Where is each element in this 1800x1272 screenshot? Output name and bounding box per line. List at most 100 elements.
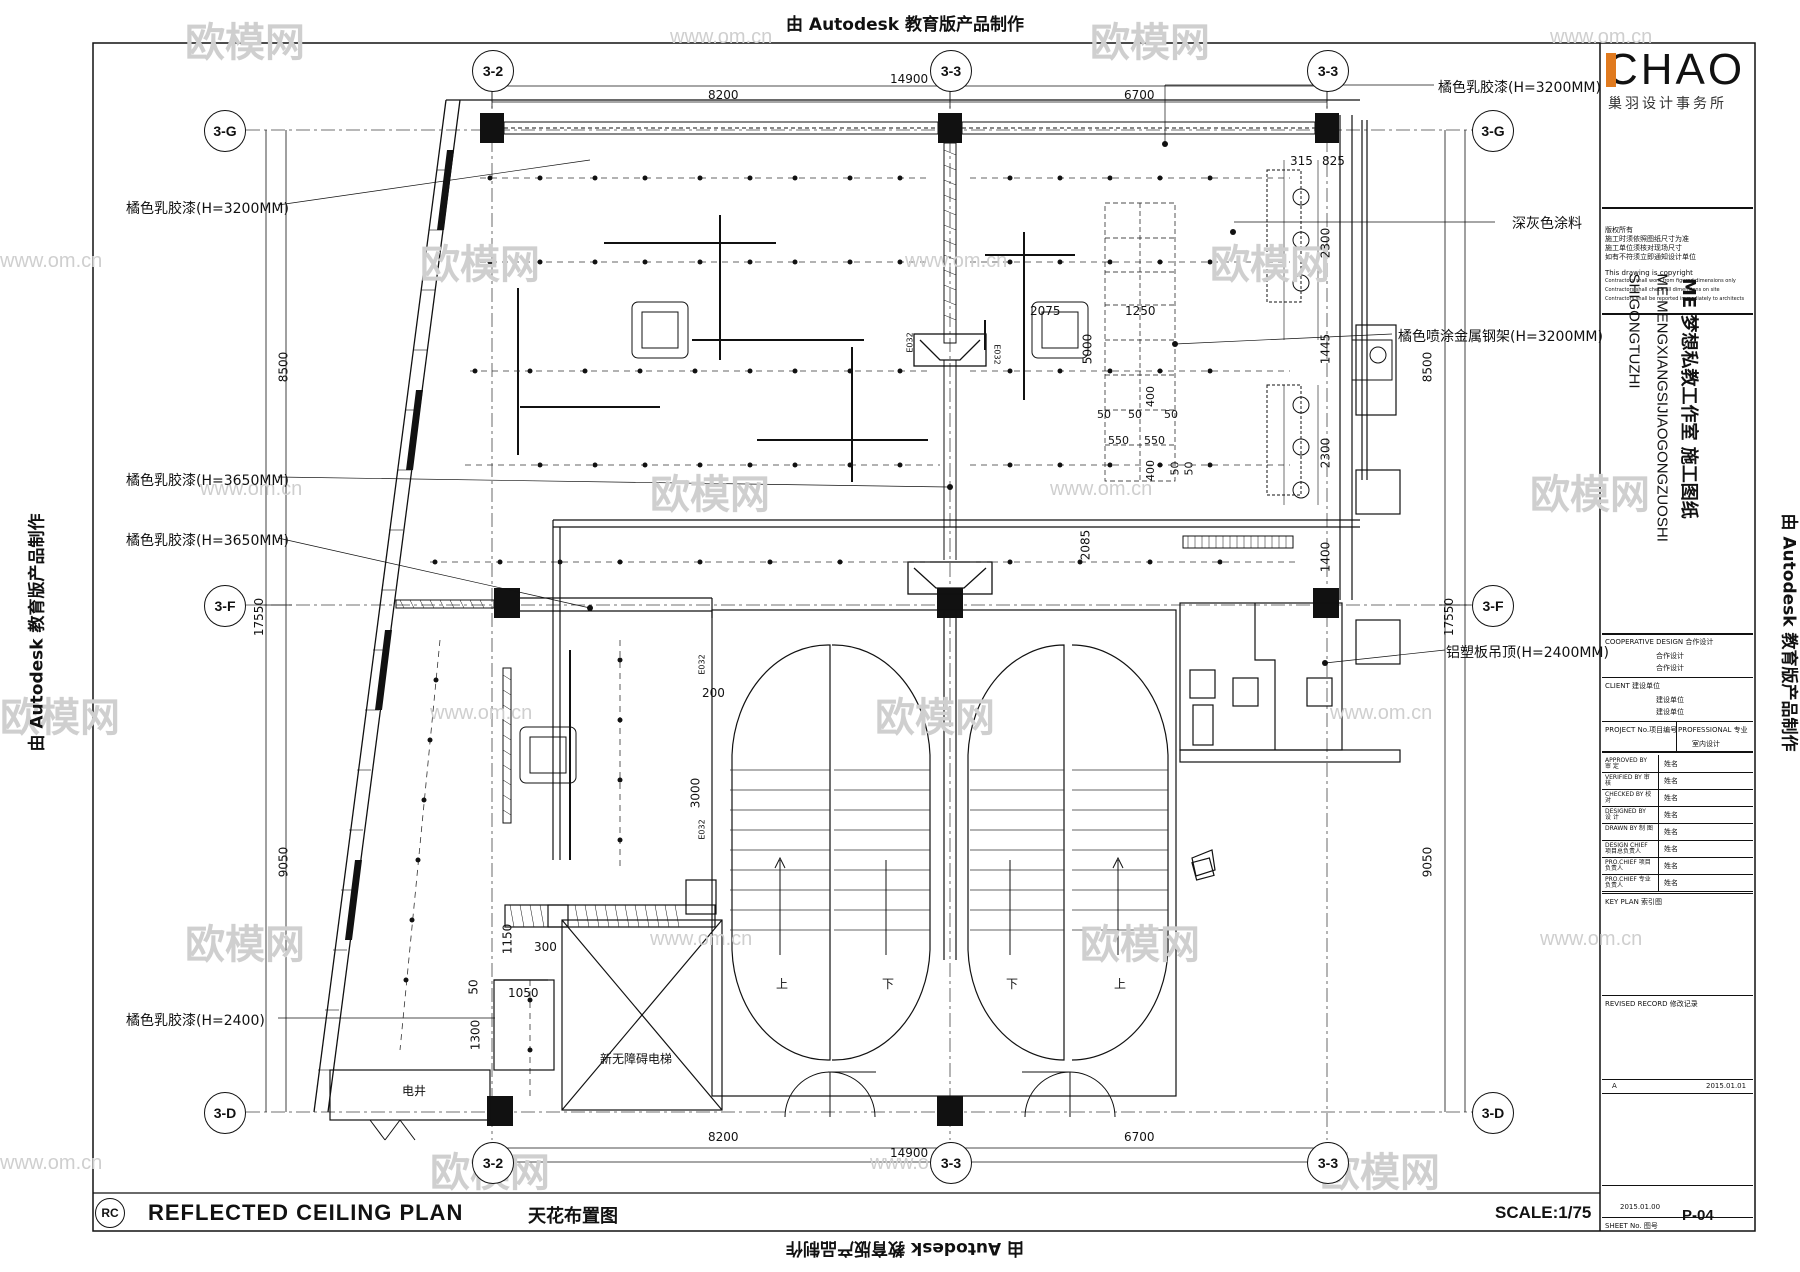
grid-bubble-row: 3-F (1472, 585, 1514, 627)
watermark-logo: 欧模网 (420, 243, 540, 287)
watermark-url: www.om.cn (670, 26, 773, 48)
signoff-role-value: 姓名 (1664, 845, 1678, 853)
dim-label: 400 (1144, 460, 1157, 481)
signoff-role-value: 姓名 (1664, 794, 1678, 802)
keyplan-label: KEY PLAN 索引图 (1605, 898, 1663, 906)
watermark-url: www.om.cn (0, 1152, 103, 1174)
dim-label: 8500 (276, 351, 291, 383)
title-block: CHAO 巢羽设计事务所 版权所有 施工时须依照图纸尺寸为准 施工单位须核对现场… (1602, 45, 1753, 1230)
autodesk-stamp-left: 由 Autodesk 教育版产品制作 (27, 513, 48, 752)
watermark-logo: 欧模网 (1090, 21, 1210, 65)
signoff-role-label: DRAWN BY 制 图 (1605, 825, 1653, 832)
dim-label: E032 (697, 654, 707, 675)
dim-label: 400 (1144, 386, 1157, 407)
watermark-logo: 欧模网 (185, 21, 305, 65)
dim-label: 17550 (252, 597, 267, 637)
signoff-role-value: 姓名 (1664, 862, 1678, 870)
dim-label: 50 (1168, 461, 1182, 476)
dim-label: 1445 (1318, 333, 1333, 365)
signoff-row: DESIGN CHIEF 项目总负责人 姓名 (1602, 840, 1753, 858)
firm-logo: CHAO (1606, 45, 1746, 94)
annotation-label: 深灰色涂料 (1512, 216, 1582, 232)
signoff-role-label: DESIGN CHIEF 项目总负责人 (1605, 842, 1648, 855)
client-label: CLIENT 建设单位 (1605, 682, 1661, 690)
autodesk-stamp-top: 由 Autodesk 教育版产品制作 (786, 15, 1025, 35)
signoff-row: DRAWN BY 制 图姓名 (1602, 823, 1753, 841)
project-title-en-2: SHIGONGTUZHI (1625, 273, 1643, 389)
prof-value: 室内设计 (1692, 740, 1720, 748)
watermark-logo: 欧模网 (650, 473, 770, 517)
dim-label: 17550 (1442, 597, 1457, 637)
dim-label: 8200 (708, 88, 739, 102)
rev-letter: A (1612, 1082, 1617, 1090)
dim-label: 14900 (890, 72, 929, 86)
dim-label: 6700 (1124, 88, 1155, 102)
autodesk-stamp-bottom: 由 Autodesk 教育版产品制作 (786, 1238, 1025, 1258)
grid-bubble-row: 3-G (1472, 110, 1514, 152)
dim-label: E032 (992, 344, 1002, 365)
signoff-role-label: PRO.CHIEF 专业负责人 (1605, 876, 1651, 889)
notice-line: 如有不符须立即通知设计单位 (1605, 253, 1696, 261)
signoff-row: DESIGNED BY 设 计 姓名 (1602, 806, 1753, 824)
annotation-label: 铝塑板吊顶(H=2400MM) (1446, 645, 1609, 661)
dim-label: 1400 (1318, 541, 1333, 573)
watermark-url: www.om.cn (905, 250, 1008, 272)
watermark-url: www.om.cn (1050, 478, 1153, 500)
stair-label: 上 (776, 977, 789, 991)
drawing-title-cn: 天花布置图 (528, 1206, 618, 1227)
annotation-label: 橘色喷涂金属钢架(H=3200MM) (1398, 329, 1603, 345)
notice-line: 施工单位须核对现场尺寸 (1605, 244, 1682, 252)
dim-label: 50 (1182, 461, 1196, 476)
dim-label: 550 (1108, 434, 1129, 447)
dim-label: 8200 (708, 1130, 739, 1144)
dim-label: 9050 (276, 846, 291, 878)
grid-bubble-row: 3-D (204, 1092, 246, 1134)
signoff-role-label: CHECKED BY 校 对 (1605, 791, 1652, 804)
signoff-role-label: DESIGNED BY 设 计 (1605, 808, 1646, 821)
dim-label: 9050 (1420, 846, 1435, 878)
drawing-title-en: REFLECTED CEILING PLAN (148, 1200, 464, 1225)
dim-label: E032 (697, 819, 707, 840)
watermark-url: www.om.cn (430, 702, 533, 724)
dim-label: 8500 (1420, 351, 1435, 383)
firm-name: 巢羽设计事务所 (1608, 96, 1727, 112)
signoff-role-value: 姓名 (1664, 811, 1678, 819)
grid-bubble-row: 3-D (1472, 1092, 1514, 1134)
stair-label: 下 (1006, 977, 1019, 991)
dim-label: 300 (534, 940, 557, 954)
dim-label: 825 (1322, 154, 1345, 168)
notice-line: Contractors shall work from figured dime… (1605, 278, 1736, 284)
sheet-label: SHEET No. 图号 (1605, 1222, 1658, 1230)
annotation-label: 橘色乳胶漆(H=3650MM) (126, 473, 289, 489)
annotation-label: 橘色乳胶漆(H=3650MM) (126, 533, 289, 549)
dim-label: E032 (905, 332, 915, 353)
rc-label: RC (101, 1206, 119, 1220)
client-value: 建设单位 (1656, 708, 1684, 716)
prof-label: PROFESSIONAL 专业 (1678, 726, 1748, 734)
stair-label: 上 (1114, 977, 1127, 991)
signoff-role-label: VERIFIED BY 审 核 (1605, 774, 1650, 787)
signoff-row: VERIFIED BY 审 核 姓名 (1602, 772, 1753, 790)
project-title-en: ME MENGXIANGSIJIAOGONGZUOSHI (1653, 273, 1671, 542)
watermark-url: www.om.cn (1550, 26, 1653, 48)
watermark-logo: 欧模网 (875, 696, 995, 740)
dim-label: 2075 (1030, 304, 1061, 318)
watermark-logo: 欧模网 (185, 923, 305, 967)
signoff-row: CHECKED BY 校 对 姓名 (1602, 789, 1753, 807)
project-title-cn: ME 梦想私教工作室 施工图纸 (1678, 278, 1699, 519)
signoff-role-label: PRO.CHIEF 项目负责人 (1605, 859, 1651, 872)
dim-label: 550 (1144, 434, 1165, 447)
watermark-url: www.om.cn (1540, 928, 1643, 950)
dim-label: 2300 (1318, 437, 1333, 469)
client-value: 建设单位 (1656, 696, 1684, 704)
dim-label: 50 (1097, 408, 1111, 421)
room-label-elevator: 新无障碍电梯 (600, 1052, 673, 1066)
signoff-role-value: 姓名 (1664, 777, 1678, 785)
dim-label: 1050 (508, 986, 539, 1000)
signoff-role-value: 姓名 (1664, 879, 1678, 887)
coop-label: COOPERATIVE DESIGN 合作设计 (1605, 638, 1714, 646)
notice-line: Contractors shall be reported immediatel… (1605, 296, 1745, 302)
dim-label: 1300 (468, 1019, 483, 1051)
grid-bubble-col: 3-2 (472, 1142, 514, 1184)
grid-bubble-col: 3-3 (1307, 1142, 1349, 1184)
